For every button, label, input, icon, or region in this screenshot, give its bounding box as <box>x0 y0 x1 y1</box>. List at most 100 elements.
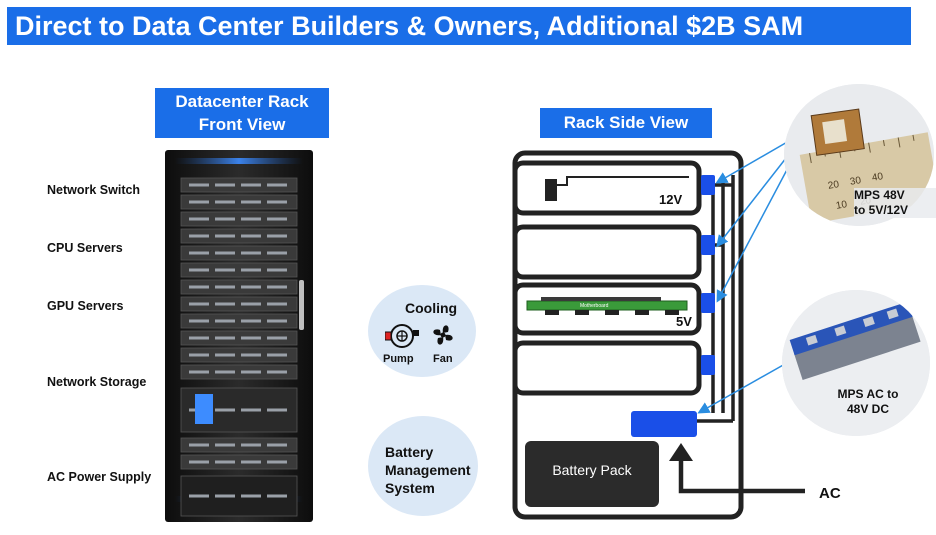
rack-server-slot <box>180 177 298 193</box>
rack-slot-light <box>215 200 235 204</box>
label-12v: 12V <box>659 192 683 207</box>
rack-slot-light <box>189 183 209 187</box>
label-gpu-servers: GPU Servers <box>47 299 124 313</box>
bms-label: Battery Management System <box>385 443 471 497</box>
rack-slot-light <box>267 353 287 357</box>
rack-slot-light <box>215 494 235 498</box>
ruler-mark-10: 10 <box>835 199 848 212</box>
motherboard-heatsink <box>541 297 661 301</box>
motherboard-chips <box>545 310 679 315</box>
rack-slot-light <box>267 494 287 498</box>
pump-label: Pump <box>383 353 414 365</box>
rack-server-slot <box>180 245 298 261</box>
pump-icon <box>385 324 419 348</box>
rack-slot-light <box>189 285 209 289</box>
rack-slot-light <box>241 302 261 306</box>
rack-slot-light <box>215 443 235 447</box>
rack-slot-light <box>215 251 235 255</box>
label-5v: 5V <box>676 314 692 329</box>
acdc-label-line1: MPS AC to <box>837 387 899 401</box>
label-ac-power-supply: AC Power Supply <box>47 470 152 484</box>
rack-slot-light <box>189 353 209 357</box>
dcdc-chip <box>810 108 865 156</box>
side-rack-frame <box>512 150 744 520</box>
rack-slot-light <box>241 234 261 238</box>
bms-circle <box>368 416 478 516</box>
rack-slot-light <box>267 200 287 204</box>
fan-label: Fan <box>433 353 453 365</box>
bms-label-line1: Battery <box>385 444 434 460</box>
rack-front-illustration <box>165 150 313 522</box>
rack-slot-light <box>241 494 261 498</box>
rack-slot-light <box>215 302 235 306</box>
rack-slot-light <box>215 408 235 412</box>
front-view-label-line1: Datacenter Rack <box>175 92 309 111</box>
front-view-label-line2: Front View <box>198 115 286 134</box>
rack-slot-light <box>241 319 261 323</box>
battery-pack <box>525 441 659 507</box>
rack-server-slot <box>180 364 298 380</box>
rack-server-slot <box>180 228 298 244</box>
acdc-product-image <box>782 290 930 436</box>
rack-slot-light <box>189 302 209 306</box>
dcdc-label-line2: to 5V/12V <box>854 203 909 217</box>
rack-slot-light <box>189 319 209 323</box>
rack-slot-light <box>267 234 287 238</box>
rack-server-slot <box>180 330 298 346</box>
shelf-2 <box>512 224 702 280</box>
shelf-4 <box>512 340 702 396</box>
rack-slot-light <box>241 336 261 340</box>
label-cpu-servers: CPU Servers <box>47 241 123 255</box>
rack-slot-light <box>267 268 287 272</box>
rack-slot-light <box>215 460 235 464</box>
12v-cable <box>557 176 689 186</box>
acdc-module <box>631 411 697 437</box>
rack-slot-light <box>241 408 261 412</box>
storage-indicator <box>195 394 213 424</box>
rack-slot-light <box>241 370 261 374</box>
rack-slot-light <box>189 443 209 447</box>
rack-server-slot <box>180 211 298 227</box>
rack-server-slot <box>180 347 298 363</box>
battery-pack-label: Battery Pack <box>552 462 632 478</box>
rack-server-slot <box>180 194 298 210</box>
rack-slot-light <box>215 183 235 187</box>
dcdc-label-line1: MPS 48V <box>854 188 905 202</box>
rack-slot-light <box>241 443 261 447</box>
rack-slot-light <box>189 370 209 374</box>
rack-slot-light <box>215 353 235 357</box>
rack-slot-light <box>267 319 287 323</box>
rack-server-slot <box>180 454 298 470</box>
rack-slot-light <box>267 251 287 255</box>
dcdc-module-4 <box>701 355 715 375</box>
dcdc-module-1 <box>701 175 715 195</box>
rack-slot-light <box>189 494 209 498</box>
rack-slot-light <box>267 336 287 340</box>
rack-slot-light <box>267 217 287 221</box>
rack-slot-light <box>189 460 209 464</box>
rack-slot-light <box>241 460 261 464</box>
rack-slot-light <box>215 336 235 340</box>
rack-slot-light <box>267 302 287 306</box>
ruler-mark-30: 30 <box>849 175 862 188</box>
shelf-5v <box>512 282 702 336</box>
rack-slot-light <box>215 370 235 374</box>
rack-slot-light <box>267 370 287 374</box>
rack-slot-light <box>189 200 209 204</box>
rack-server-slot <box>180 313 298 329</box>
rack-handle <box>299 280 304 330</box>
acdc-product-circle <box>782 290 930 436</box>
rack-slot-light <box>215 285 235 289</box>
rack-server-slot <box>180 296 298 312</box>
label-network-storage: Network Storage <box>47 375 147 389</box>
cooling-icons <box>385 324 453 348</box>
rack-slot-light <box>267 183 287 187</box>
ruler-mark-20: 20 <box>827 179 840 192</box>
rack-slot-light <box>241 200 261 204</box>
acdc-pcb <box>789 301 913 356</box>
rack-slot-light <box>215 234 235 238</box>
rack-slot-light <box>241 268 261 272</box>
fan-icon <box>433 325 453 345</box>
ac-input-line <box>678 457 805 494</box>
